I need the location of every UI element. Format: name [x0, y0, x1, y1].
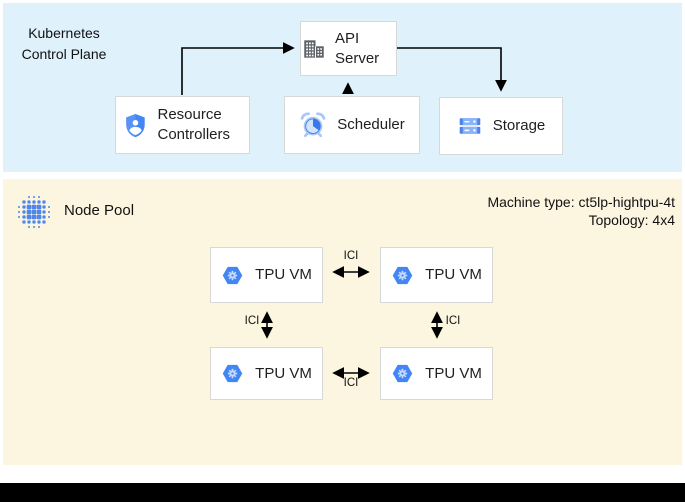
resource-controllers-label: Resource Controllers [157, 106, 231, 143]
storage-disks-icon [457, 113, 483, 139]
resource-controllers-box: Resource Controllers [115, 96, 250, 154]
api-server-box: API Server [300, 21, 397, 76]
tpu-vm-box-top-right: TPU VM [380, 247, 493, 303]
scheduler-label: Scheduler [337, 116, 405, 133]
ici-label-top: ICI [343, 250, 359, 262]
tpu-vm-box-bottom-left: TPU VM [210, 347, 323, 400]
storage-label: Storage [492, 117, 546, 134]
tpu-hexagon-icon [391, 362, 414, 385]
machine-type-text: Machine type: ct5lp-hightpu-4t [487, 194, 675, 210]
node-pool-meta: Machine type: ct5lp-hightpu-4t Topology:… [487, 193, 675, 229]
tpu-hexagon-icon [221, 362, 244, 385]
api-server-label: API Server [335, 29, 380, 67]
bottom-black-bar [0, 483, 685, 502]
topology-text: Topology: 4x4 [588, 212, 675, 228]
dot-cluster-icon [14, 193, 54, 231]
tpu-vm-box-top-left: TPU VM [210, 247, 323, 303]
node-pool-band [3, 179, 682, 465]
control-plane-title: Kubernetes Control Plane [21, 25, 107, 62]
tpu-vm-box-bottom-right: TPU VM [380, 347, 493, 400]
ici-label-right: ICI [445, 315, 461, 327]
scheduler-box: Scheduler [284, 96, 420, 154]
tpu-vm-label: TPU VM [255, 364, 312, 382]
alarm-clock-icon [299, 111, 327, 139]
tpu-vm-label: TPU VM [425, 266, 482, 283]
node-pool-title: Node Pool [64, 202, 135, 219]
shield-user-icon [122, 112, 149, 139]
tpu-hexagon-icon [391, 264, 414, 287]
ici-label-left: ICI [244, 315, 260, 327]
storage-box: Storage [439, 97, 563, 155]
tpu-vm-label: TPU VM [255, 266, 312, 283]
ici-label-bottom: ICI [343, 377, 359, 389]
tpu-hexagon-icon [221, 264, 244, 287]
tpu-vm-label: TPU VM [425, 364, 482, 382]
building-icon [301, 36, 327, 62]
